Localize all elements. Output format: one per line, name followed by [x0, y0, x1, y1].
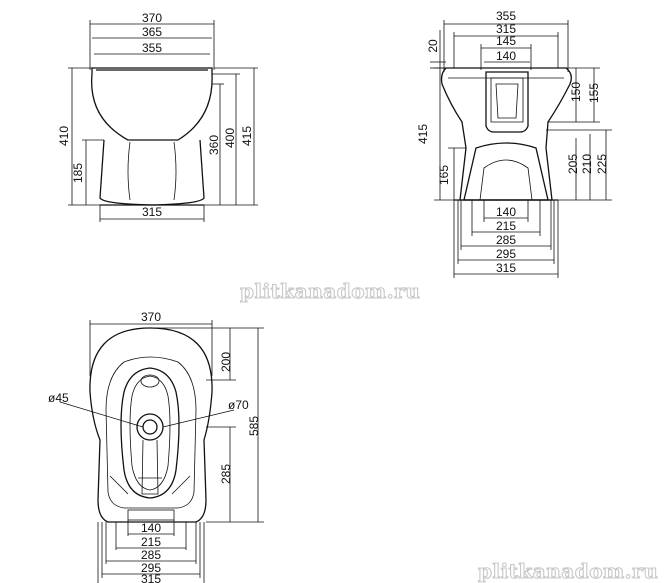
front-seat-outline [90, 67, 213, 141]
plan-dim-585: 585 [247, 416, 261, 436]
plan-bowl-outline [120, 367, 180, 499]
side-dim-bottom-215: 215 [496, 219, 516, 233]
side-body-outline [440, 67, 572, 201]
side-dim-355: 355 [496, 9, 516, 23]
side-dim-225: 225 [595, 154, 609, 174]
plan-dim-bottom-140: 140 [141, 521, 161, 535]
side-dim-20: 20 [426, 39, 440, 53]
plan-dim-200: 200 [219, 352, 233, 372]
plan-drain-70 [136, 413, 164, 441]
plan-dim-bottom-285: 285 [141, 548, 161, 562]
side-dim-165: 165 [437, 165, 451, 185]
plan-dim-370: 370 [141, 310, 161, 324]
side-dim-205: 205 [566, 154, 580, 174]
front-dim-410: 410 [57, 126, 71, 146]
side-view: 355 315 145 140 20 415 165 150 155 [416, 9, 612, 278]
plan-dia-70: ø70 [228, 398, 249, 412]
side-dim-145: 145 [496, 34, 516, 48]
plan-dim-bottom-295: 295 [141, 561, 161, 575]
side-dim-150: 150 [569, 82, 583, 102]
front-dim-355: 355 [142, 41, 162, 55]
side-dim-140: 140 [496, 49, 516, 63]
side-dim-415: 415 [416, 124, 430, 144]
watermark-bottom-right: plitkanadom.ru [478, 559, 658, 583]
front-dim-360: 360 [207, 135, 221, 155]
plan-drain-45 [142, 419, 158, 435]
plan-dim-bottom-215: 215 [141, 535, 161, 549]
plan-dim-bottom-315: 315 [141, 572, 161, 583]
side-dim-155: 155 [587, 83, 601, 103]
front-view: 370 365 355 410 185 360 400 415 315 [57, 11, 258, 222]
front-dim-315: 315 [142, 205, 162, 219]
side-flush-tank [485, 71, 529, 133]
watermark-center: plitkanadom.ru [240, 279, 420, 303]
side-dim-315: 315 [496, 22, 516, 36]
side-dim-210: 210 [580, 154, 594, 174]
side-dim-bottom-315: 315 [496, 261, 516, 275]
plan-view: 370 ø45 ø70 200 285 585 [48, 310, 264, 583]
front-dim-370: 370 [142, 11, 162, 25]
front-dim-365: 365 [142, 25, 162, 39]
front-dim-415: 415 [240, 126, 254, 146]
front-pedestal-outline [99, 139, 205, 206]
side-dim-bottom-295: 295 [496, 247, 516, 261]
front-dim-400: 400 [223, 128, 237, 148]
plan-dim-285: 285 [219, 464, 233, 484]
plan-dia-45: ø45 [48, 391, 69, 405]
side-dim-bottom-285: 285 [496, 233, 516, 247]
plan-outer-outline [89, 327, 213, 523]
side-dim-bottom-140: 140 [496, 205, 516, 219]
front-dim-185: 185 [71, 163, 85, 183]
